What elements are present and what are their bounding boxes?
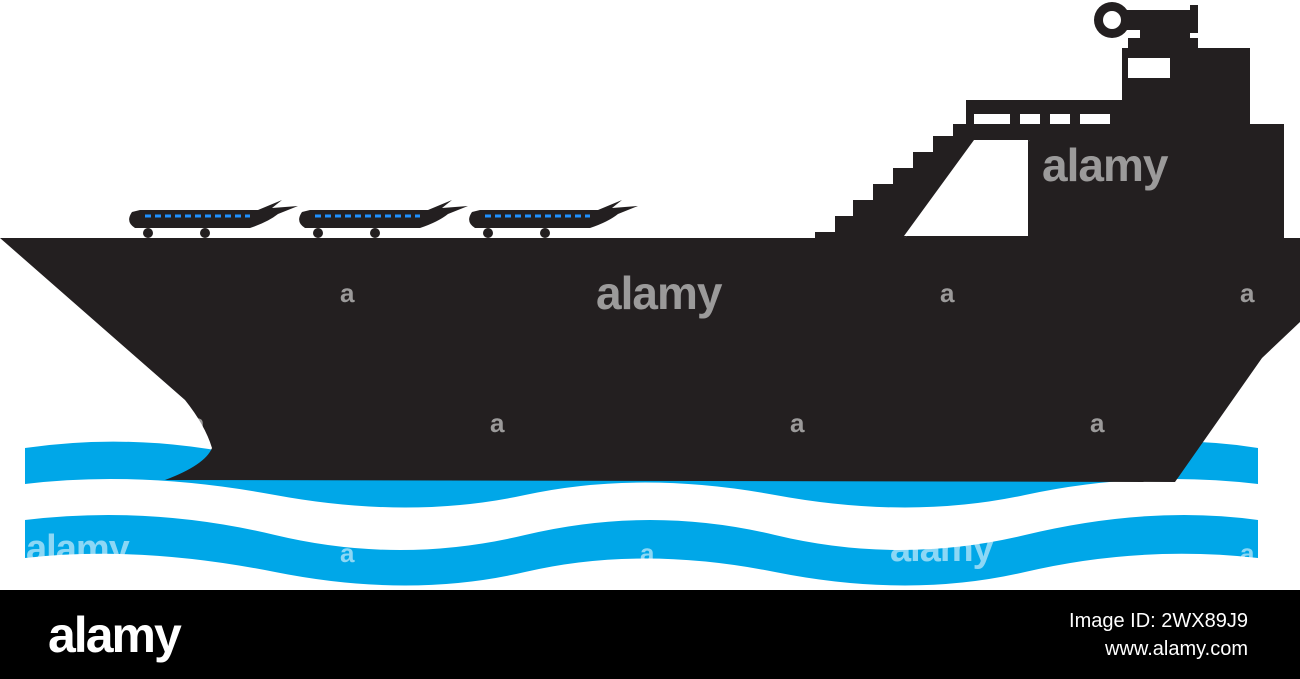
radar-mast: [1094, 2, 1198, 50]
aircraft-carrier-illustration: [0, 2, 1300, 586]
site-url: www.alamy.com: [1105, 638, 1248, 660]
ship-superstructure: [815, 48, 1284, 240]
aircraft-1: [129, 200, 298, 238]
alamy-logo: alamy: [48, 607, 182, 663]
image-id-label: Image ID: 2WX89J9: [1069, 610, 1248, 632]
footer-bar: [0, 590, 1300, 679]
bridge-panel: [1128, 58, 1170, 78]
ship-hull: [0, 238, 1300, 482]
wave-bottom: [25, 515, 1258, 586]
bridge-window: [904, 140, 1028, 236]
aircraft-3: [469, 200, 638, 238]
aircraft-2: [299, 200, 468, 238]
